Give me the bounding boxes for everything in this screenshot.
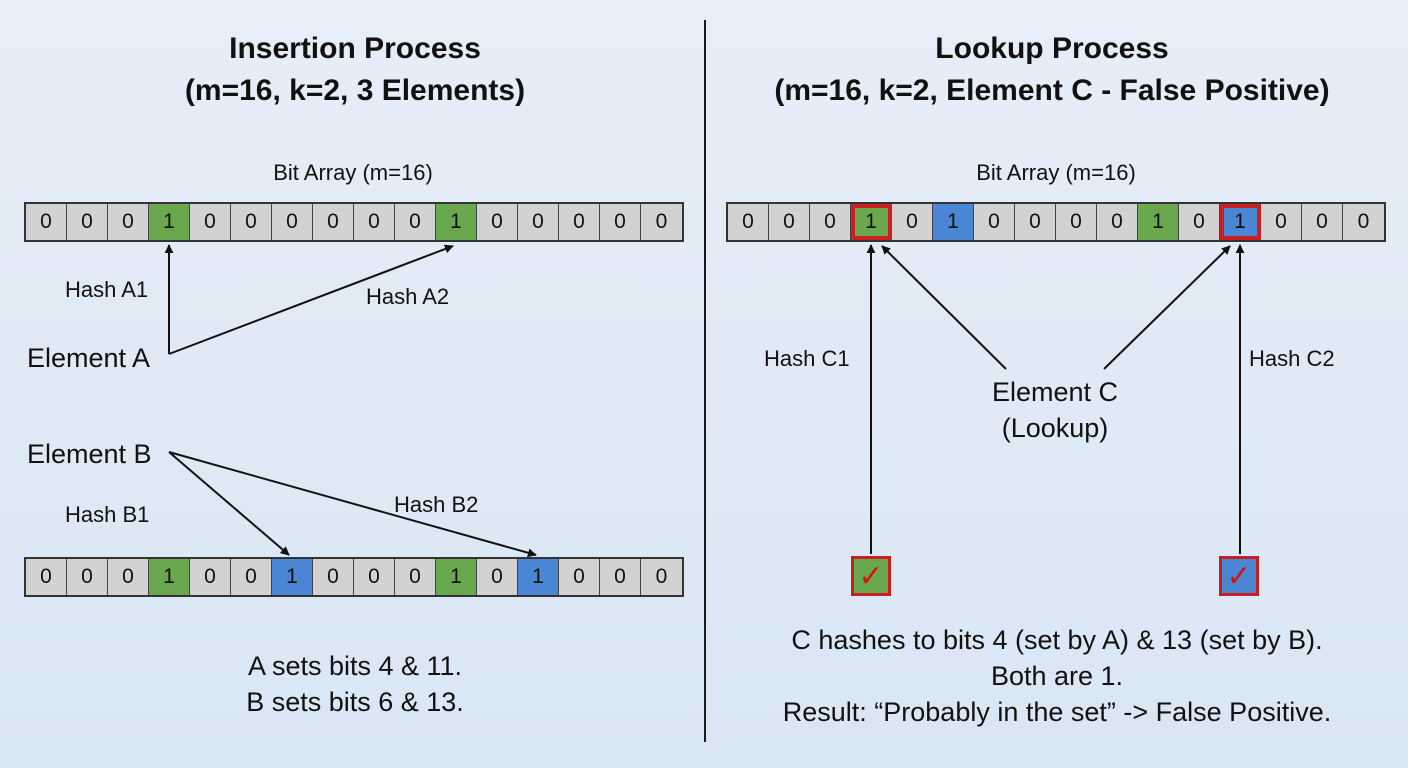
arrow-c-to-bit-4: [881, 245, 1007, 370]
bit-cell-6: 1: [933, 204, 974, 240]
bit-cell-3: 0: [810, 204, 851, 240]
insertion-title: Insertion Process (m=16, k=2, 3 Elements…: [15, 28, 695, 112]
insertion-summary: A sets bits 4 & 11. B sets bits 6 & 13.: [160, 648, 550, 720]
lookup-summary-line3: Result: “Probably in the set” -> False P…: [782, 697, 1332, 727]
element-c-label-line1: Element C: [991, 377, 1119, 407]
bit-cell-11: 1: [1138, 204, 1179, 240]
bit-cell-1: 0: [26, 204, 67, 240]
hash-b1-label: Hash B1: [65, 502, 150, 527]
element-c-label-line2: (Lookup): [1001, 413, 1109, 443]
arrow-b2: [168, 451, 537, 558]
bit-cell-8: 0: [1015, 204, 1056, 240]
insertion-title-line2: (m=16, k=2, 3 Elements): [184, 74, 526, 107]
hash-a1-label: Hash A1: [65, 277, 149, 302]
arrow-c-to-bit-13: [1103, 245, 1231, 370]
bit-cell-3: 0: [108, 204, 149, 240]
check-bit-4-icon: ✓: [851, 556, 891, 596]
lookup-summary-line2: Both are 1.: [990, 661, 1124, 691]
bit-cell-14: 0: [1261, 204, 1302, 240]
bit-cell-10: 0: [395, 559, 436, 595]
lookup-summary-line1: C hashes to bits 4 (set by A) & 13 (set …: [791, 625, 1323, 655]
bit-cell-2: 0: [769, 204, 810, 240]
element-a-label: Element A: [27, 343, 151, 373]
bit-cell-9: 0: [354, 559, 395, 595]
bit-cell-16: 0: [641, 559, 682, 595]
insertion-summary-line2: B sets bits 6 & 13.: [246, 687, 464, 717]
bit-cell-14: 0: [559, 559, 600, 595]
panel-divider: [704, 20, 706, 742]
bit-cell-9: 0: [354, 204, 395, 240]
check-bit-13-icon: ✓: [1219, 556, 1259, 596]
bit-cell-11: 1: [436, 559, 477, 595]
bit-cell-11: 1: [436, 204, 477, 240]
hash-c2-label: Hash C2: [1249, 346, 1335, 371]
bit-cell-13: 1: [518, 559, 559, 595]
bit-cell-6: 0: [231, 559, 272, 595]
bit-cell-10: 0: [395, 204, 436, 240]
bit-cell-7: 1: [272, 559, 313, 595]
bit-cell-9: 0: [1056, 204, 1097, 240]
bit-cell-5: 0: [892, 204, 933, 240]
bit-cell-15: 0: [600, 204, 641, 240]
bit-cell-7: 0: [272, 204, 313, 240]
bit-cell-13: 1: [1220, 204, 1261, 240]
hash-a2-label: Hash A2: [366, 284, 450, 309]
bit-cell-8: 0: [313, 559, 354, 595]
hash-c1-label: Hash C1: [764, 346, 850, 371]
bit-cell-12: 0: [477, 559, 518, 595]
bit-cell-6: 0: [231, 204, 272, 240]
right-bit-array-label: Bit Array (m=16): [976, 160, 1136, 185]
bit-cell-5: 0: [190, 204, 231, 240]
bit-cell-12: 0: [477, 204, 518, 240]
bit-cell-16: 0: [1343, 204, 1384, 240]
element-b-label: Element B: [27, 439, 152, 469]
bit-cell-1: 0: [26, 559, 67, 595]
bit-cell-7: 0: [974, 204, 1015, 240]
bit-cell-2: 0: [67, 204, 108, 240]
lookup-summary: C hashes to bits 4 (set by A) & 13 (set …: [712, 622, 1402, 730]
lookup-title: Lookup Process (m=16, k=2, Element C - F…: [712, 28, 1392, 112]
bit-cell-1: 0: [728, 204, 769, 240]
bit-cell-14: 0: [559, 204, 600, 240]
insertion-summary-line1: A sets bits 4 & 11.: [247, 651, 463, 681]
element-c-label: Element C (Lookup): [935, 374, 1175, 446]
bit-cell-8: 0: [313, 204, 354, 240]
bit-cell-3: 0: [108, 559, 149, 595]
insertion-title-line1: Insertion Process: [229, 32, 481, 65]
bit-cell-4: 1: [149, 559, 190, 595]
arrow-a2: [168, 244, 454, 355]
bit-cell-12: 0: [1179, 204, 1220, 240]
bit-cell-2: 0: [67, 559, 108, 595]
bit-cell-15: 0: [600, 559, 641, 595]
lookup-title-line1: Lookup Process: [935, 32, 1169, 65]
bit-cell-5: 0: [190, 559, 231, 595]
hash-b2-label: Hash B2: [394, 492, 479, 517]
bit-cell-4: 1: [851, 204, 892, 240]
left-bit-array-label: Bit Array (m=16): [273, 160, 433, 185]
bit-cell-16: 0: [641, 204, 682, 240]
bit-cell-4: 1: [149, 204, 190, 240]
lookup-title-line2: (m=16, k=2, Element C - False Positive): [774, 74, 1330, 107]
bit-cell-15: 0: [1302, 204, 1343, 240]
bit-cell-10: 0: [1097, 204, 1138, 240]
arrow-b1: [168, 451, 290, 556]
bit-cell-13: 0: [518, 204, 559, 240]
